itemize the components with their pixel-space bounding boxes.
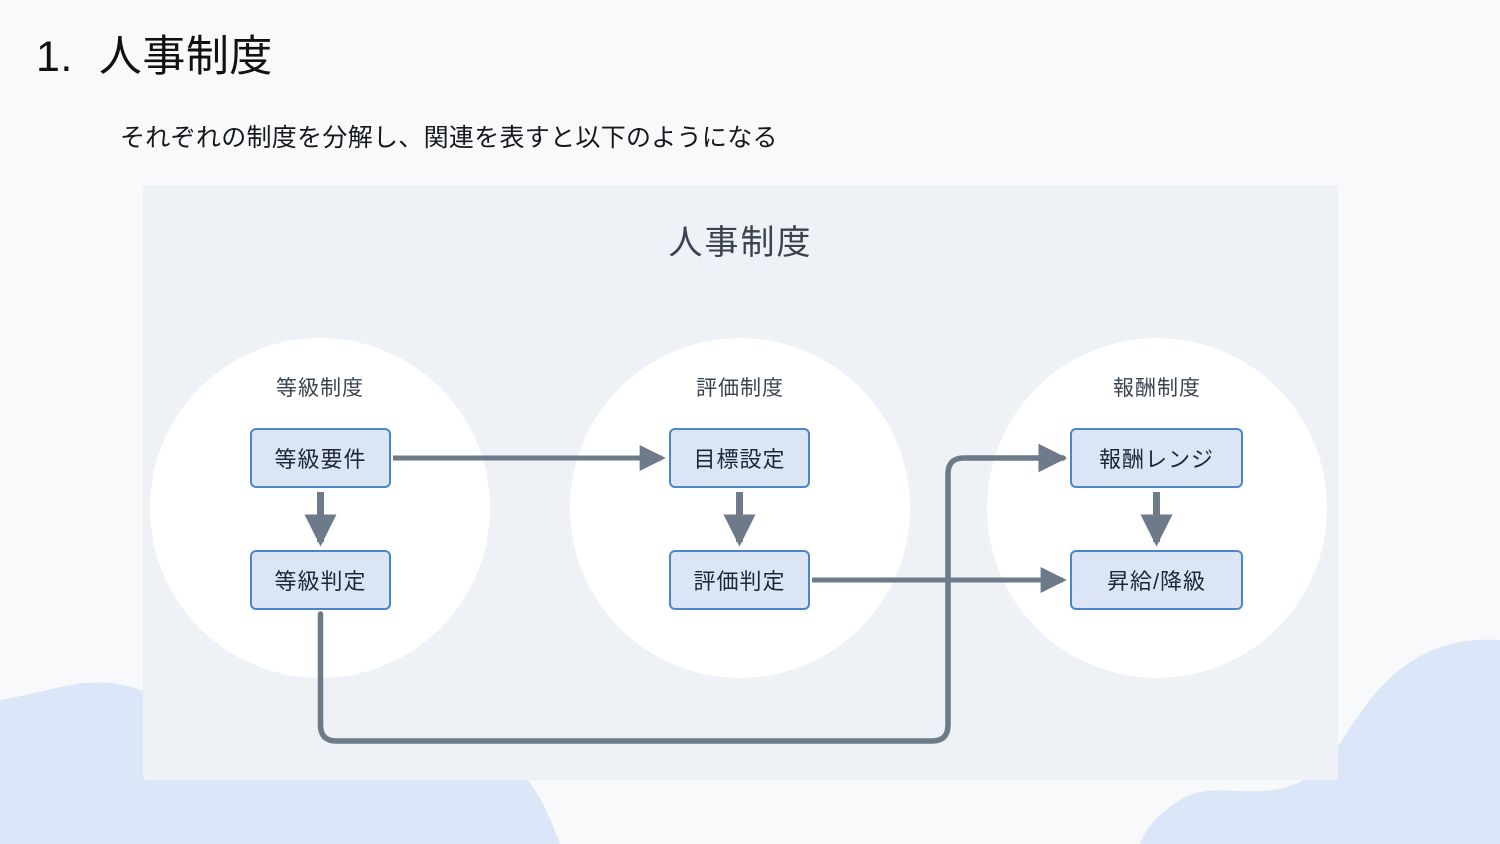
page-title: 1. 人事制度 bbox=[36, 22, 273, 84]
group-label-reward: 報酬制度 bbox=[1113, 377, 1201, 400]
page-title-number: 1. bbox=[36, 33, 73, 81]
node-goal-setting[interactable]: 目標設定 bbox=[669, 428, 810, 488]
node-raise-demotion[interactable]: 昇給/降級 bbox=[1070, 550, 1243, 610]
group-label-grade: 等級制度 bbox=[276, 377, 364, 400]
page-title-text: 人事制度 bbox=[98, 33, 273, 81]
node-grade-decision[interactable]: 等級判定 bbox=[250, 550, 391, 610]
page-subtitle: それぞれの制度を分解し、関連を表すと以下のようになる bbox=[120, 124, 778, 152]
diagram-title: 人事制度 bbox=[668, 224, 813, 262]
group-label-evaluation: 評価制度 bbox=[696, 377, 784, 400]
node-pay-range[interactable]: 報酬レンジ bbox=[1070, 428, 1243, 488]
node-grade-requirement[interactable]: 等級要件 bbox=[250, 428, 391, 488]
node-evaluation-decision[interactable]: 評価判定 bbox=[669, 550, 810, 610]
